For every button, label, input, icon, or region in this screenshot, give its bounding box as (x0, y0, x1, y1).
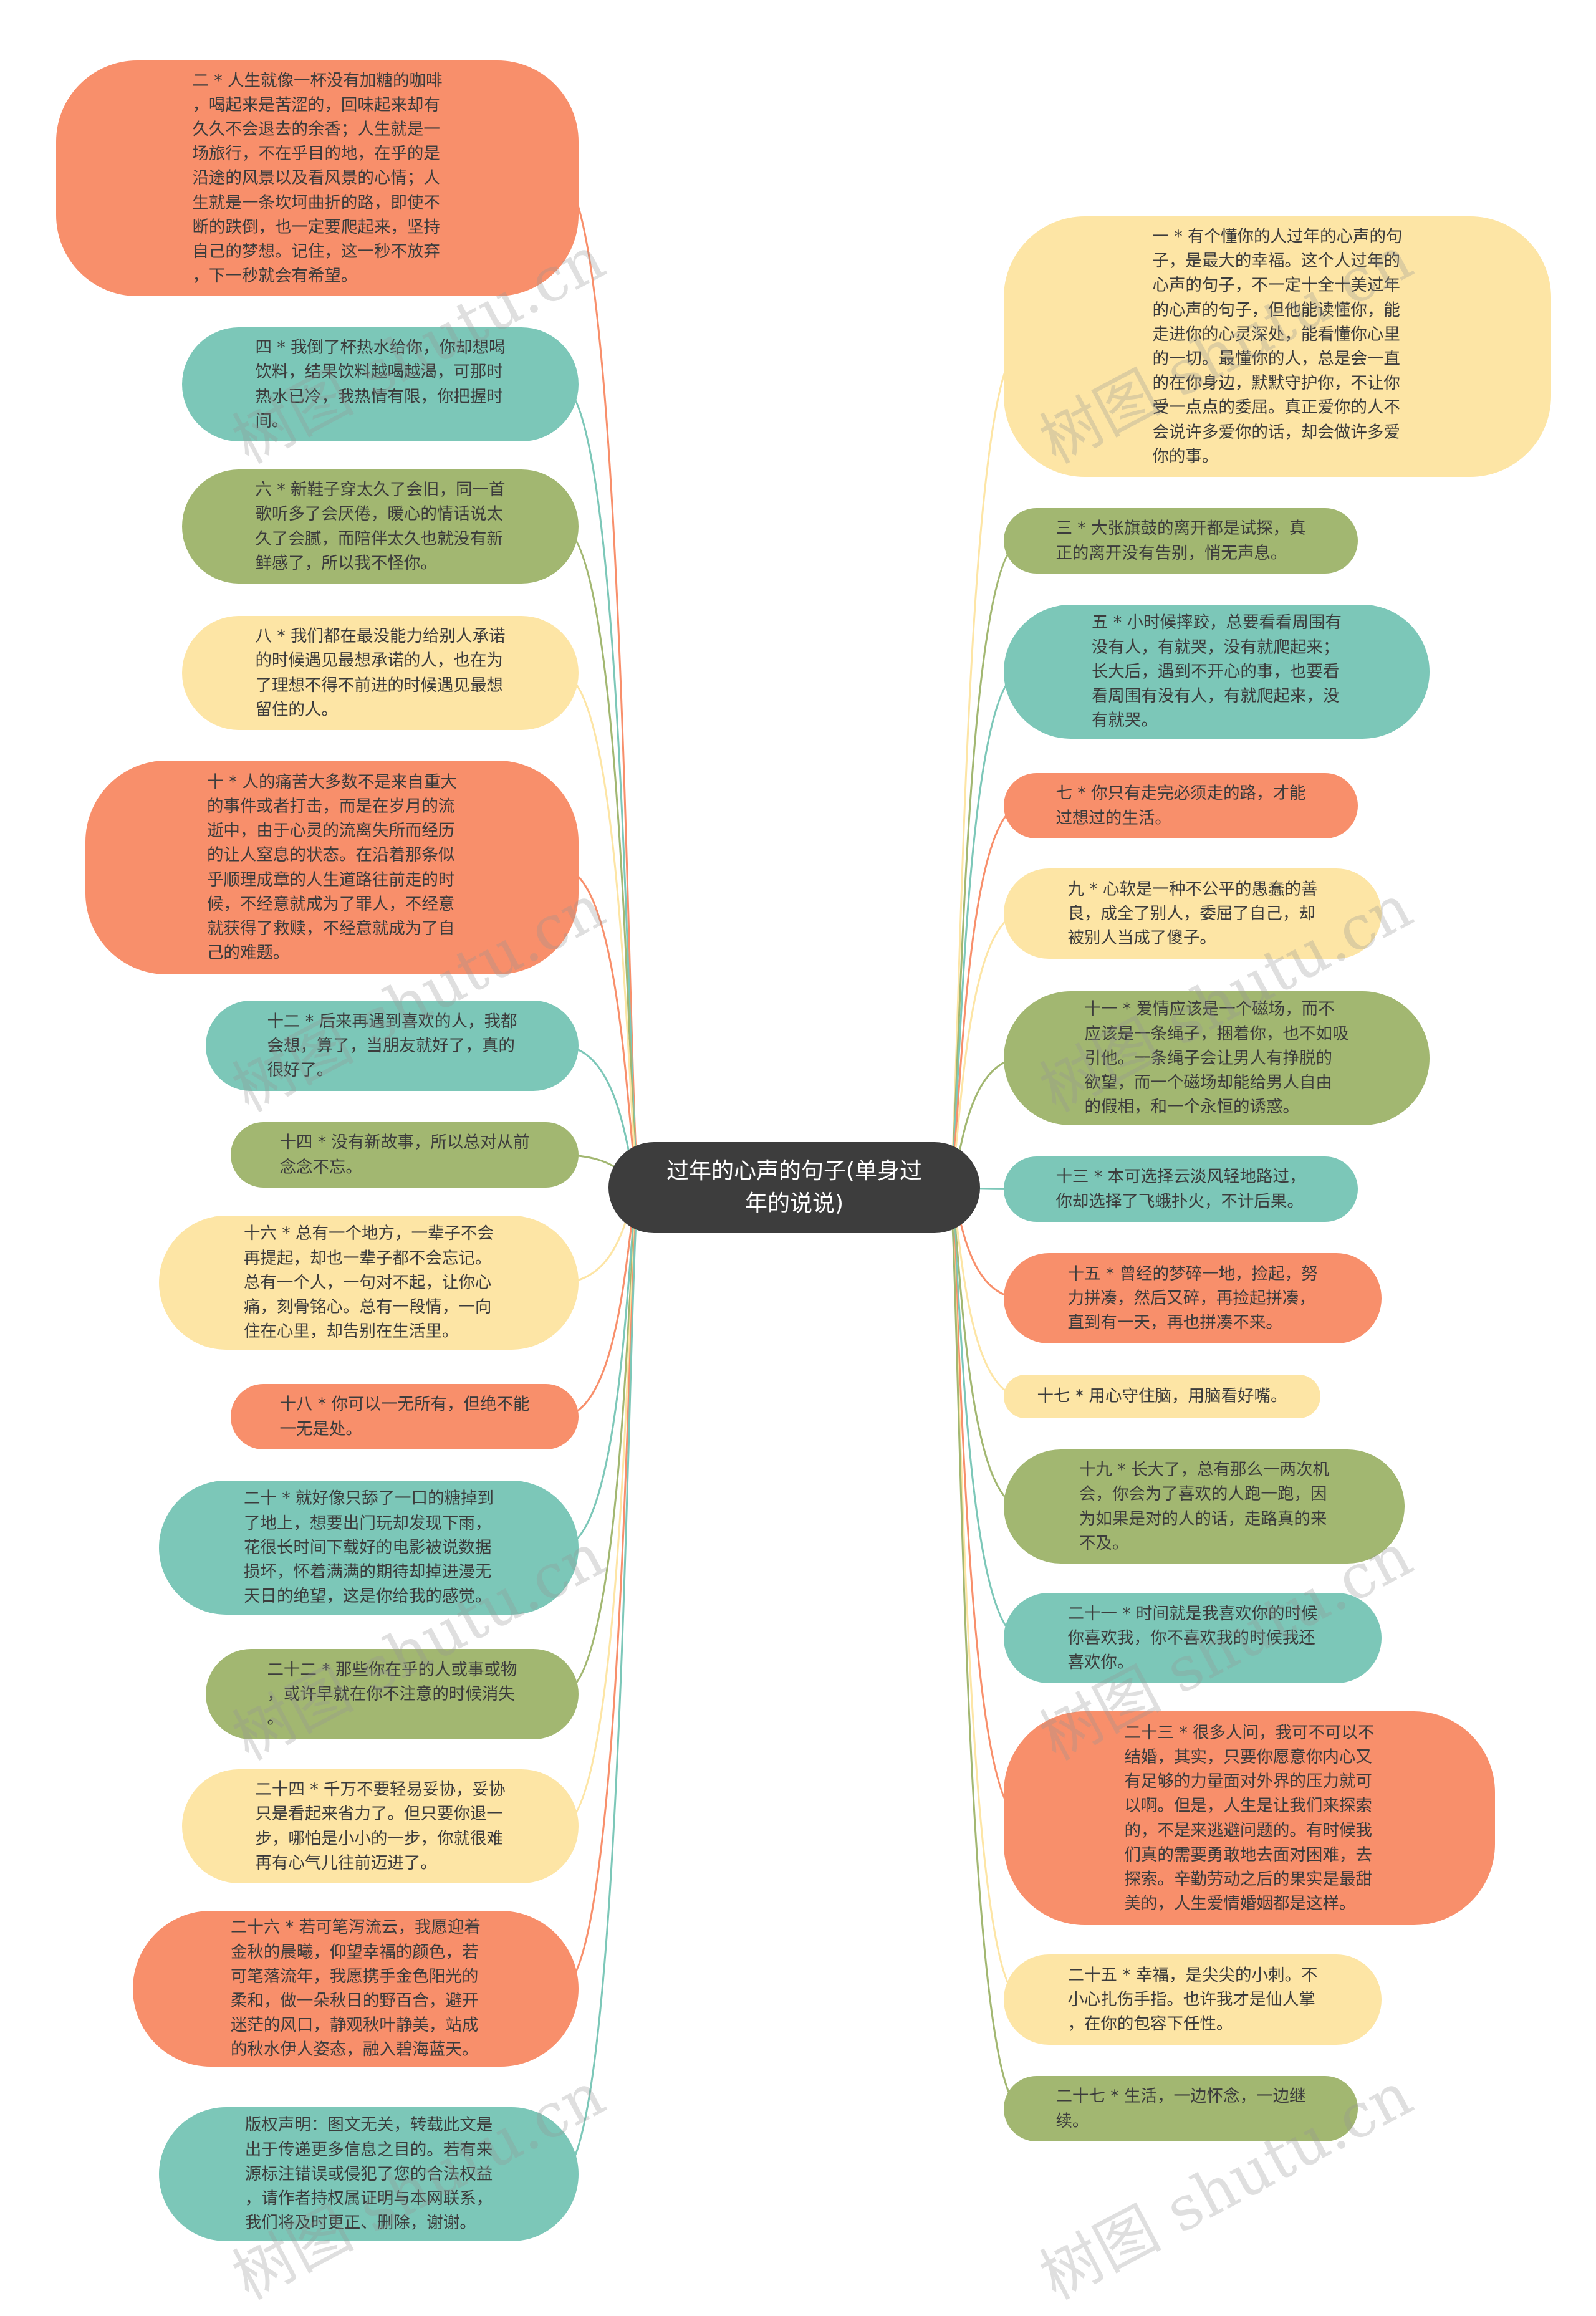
node-text: 六 * 新鞋子穿太久了会旧，同一首 歌听多了会厌倦，暖心的情话说太 久了会腻，而… (255, 480, 506, 573)
node-14[interactable]: 十四 * 没有新故事，所以总对从前 念念不忘。 (231, 1122, 579, 1188)
node-3[interactable]: 三 * 大张旗鼓的离开都是试探，真 正的离开没有告别，悄无声息。 (1004, 508, 1358, 574)
node-5[interactable]: 五 * 小时候摔跤，总要看看周围有 没有人，有就哭，没有就爬起来； 长大后，遇到… (1004, 605, 1430, 739)
node-13[interactable]: 十三 * 本可选择云淡风轻地路过， 你却选择了飞蛾扑火，不计后果。 (1004, 1156, 1358, 1222)
root-title: 过年的心声的句子(单身过 年的说说) (666, 1158, 923, 1216)
node-23[interactable]: 二十三 * 很多人问，我可不可以不 结婚，其实，只要你愿意你内心又 有足够的力量… (1004, 1711, 1495, 1925)
node-text: 三 * 大张旗鼓的离开都是试探，真 正的离开没有告别，悄无声息。 (1055, 519, 1306, 563)
node-text: 二十六 * 若可笔泻流云，我愿迎着 金秋的晨曦，仰望幸福的颜色，若 可笔落流年，… (230, 1918, 481, 2060)
node-24[interactable]: 二十四 * 千万不要轻易妥协，妥协 只是看起来省力了。但只要你退一 步，哪怕是小… (182, 1769, 579, 1883)
node-text: 十一 * 爱情应该是一个磁场，而不 应该是一条绳子，捆着你，也不如吸 引他。一条… (1084, 999, 1349, 1117)
node-text: 十六 * 总有一个地方，一辈子不会 再提起，却也一辈子都不会忘记。 总有一个人，… (243, 1224, 494, 1342)
node-4[interactable]: 四 * 我倒了杯热水给你，你却想喝 饮料，结果饮料越喝越渴，可那时 热水已冷，我… (182, 327, 579, 441)
node-text: 十九 * 长大了，总有那么一两次机 会，你会为了喜欢的人跑一跑，因 为如果是对的… (1079, 1460, 1330, 1553)
node-17[interactable]: 十七 * 用心守住脑，用脑看好嘴。 (1004, 1375, 1320, 1418)
node-16[interactable]: 十六 * 总有一个地方，一辈子不会 再提起，却也一辈子都不会忘记。 总有一个人，… (159, 1216, 579, 1350)
node-text: 八 * 我们都在最没能力给别人承诺 的时候遇见最想承诺的人，也在为 了理想不得不… (255, 627, 506, 719)
node-text: 十三 * 本可选择云淡风轻地路过， 你却选择了飞蛾扑火，不计后果。 (1055, 1167, 1306, 1211)
node-2[interactable]: 二 * 人生就像一杯没有加糖的咖啡 ，喝起来是苦涩的，回味起来却有 久久不会退去… (56, 60, 579, 296)
node-text: 二十二 * 那些你在乎的人或事或物 ，或许早就在你不注意的时候消失 。 (267, 1660, 517, 1729)
node-15[interactable]: 十五 * 曾经的梦碎一地，捡起，努 力拼凑，然后又碎，再捡起拼凑， 直到有一天，… (1004, 1253, 1382, 1343)
node-18[interactable]: 十八 * 你可以一无所有，但绝不能 一无是处。 (231, 1384, 579, 1449)
node-21[interactable]: 二十一 * 时间就是我喜欢你的时候 你喜欢我，你不喜欢我的时候我还 喜欢你。 (1004, 1593, 1382, 1683)
node-text: 十二 * 后来再遇到喜欢的人，我都 会想，算了，当朋友就好了，真的 很好了。 (267, 1011, 517, 1080)
node-9[interactable]: 九 * 心软是一种不公平的愚蠢的善 良，成全了别人，委屈了自己，却 被别人当成了… (1004, 868, 1382, 959)
node-copyright[interactable]: 版权声明：图文无关，转载此文是 出于传递更多信息之目的。若有来 源标注错误或侵犯… (159, 2107, 579, 2241)
node-text: 二十四 * 千万不要轻易妥协，妥协 只是看起来省力了。但只要你退一 步，哪怕是小… (255, 1780, 506, 1873)
connector-ncr (559, 1186, 641, 2175)
node-text: 十 * 人的痛苦大多数不是来自重大 的事件或者打击，而是在岁月的流 逝中，由于心… (206, 772, 458, 963)
node-text: 七 * 你只有走完必须走的路，才能 过想过的生活。 (1055, 784, 1306, 828)
node-text: 九 * 心软是一种不公平的愚蠢的善 良，成全了别人，委屈了自己，却 被别人当成了… (1067, 879, 1318, 948)
node-19[interactable]: 十九 * 长大了，总有那么一两次机 会，你会为了喜欢的人跑一跑，因 为如果是对的… (1004, 1449, 1405, 1564)
node-25[interactable]: 二十五 * 幸福，是尖尖的小刺。不 小心扎伤手指。也许我才是仙人掌 ，在你的包容… (1004, 1954, 1382, 2045)
node-7[interactable]: 七 * 你只有走完必须走的路，才能 过想过的生活。 (1004, 773, 1358, 838)
node-text: 二十七 * 生活，一边怀念，一边继 续。 (1055, 2087, 1306, 2131)
node-text: 二十五 * 幸福，是尖尖的小刺。不 小心扎伤手指。也许我才是仙人掌 ，在你的包容… (1067, 1965, 1318, 2034)
node-text: 二 * 人生就像一杯没有加糖的咖啡 ，喝起来是苦涩的，回味起来却有 久久不会退去… (192, 70, 443, 286)
node-27[interactable]: 二十七 * 生活，一边怀念，一边继 续。 (1004, 2076, 1358, 2141)
node-text: 版权声明：图文无关，转载此文是 出于传递更多信息之目的。若有来 源标注错误或侵犯… (244, 2115, 493, 2233)
node-text: 十八 * 你可以一无所有，但绝不能 一无是处。 (279, 1395, 530, 1439)
node-20[interactable]: 二十 * 就好像只舔了一口的糖掉到 了地上，想要出门玩却发现下雨， 花很长时间下… (159, 1481, 579, 1615)
node-6[interactable]: 六 * 新鞋子穿太久了会旧，同一首 歌听多了会厌倦，暖心的情话说太 久了会腻，而… (182, 469, 579, 584)
node-10[interactable]: 十 * 人的痛苦大多数不是来自重大 的事件或者打击，而是在岁月的流 逝中，由于心… (85, 761, 579, 974)
node-text: 十五 * 曾经的梦碎一地，捡起，努 力拼凑，然后又碎，再捡起拼凑， 直到有一天，… (1067, 1264, 1318, 1333)
node-11[interactable]: 十一 * 爱情应该是一个磁场，而不 应该是一条绳子，捆着你，也不如吸 引他。一条… (1004, 991, 1430, 1125)
node-text: 十七 * 用心守住脑，用脑看好嘴。 (1037, 1386, 1287, 1406)
root-topic[interactable]: 过年的心声的句子(单身过 年的说说) (608, 1142, 980, 1233)
node-text: 二十一 * 时间就是我喜欢你的时候 你喜欢我，你不喜欢我的时候我还 喜欢你。 (1067, 1603, 1318, 1673)
node-1[interactable]: 一 * 有个懂你的人过年的心声的句 子，是最大的幸福。这个人过年的 心声的句子，… (1004, 216, 1551, 477)
node-text: 五 * 小时候摔跤，总要看看周围有 没有人，有就哭，没有就爬起来； 长大后，遇到… (1091, 613, 1342, 731)
node-text: 二十 * 就好像只舔了一口的糖掉到 了地上，想要出门玩却发现下雨， 花很长时间下… (243, 1489, 494, 1607)
node-12[interactable]: 十二 * 后来再遇到喜欢的人，我都 会想，算了，当朋友就好了，真的 很好了。 (206, 1001, 579, 1091)
node-text: 二十三 * 很多人问，我可不可以不 结婚，其实，只要你愿意你内心又 有足够的力量… (1124, 1723, 1375, 1914)
node-8[interactable]: 八 * 我们都在最没能力给别人承诺 的时候遇见最想承诺的人，也在为 了理想不得不… (182, 616, 579, 730)
node-text: 四 * 我倒了杯热水给你，你却想喝 饮料，结果饮料越喝越渴，可那时 热水已冷，我… (255, 338, 506, 431)
node-text: 十四 * 没有新故事，所以总对从前 念念不忘。 (279, 1133, 530, 1177)
connector-n27 (948, 1186, 1023, 2110)
node-26[interactable]: 二十六 * 若可笔泻流云，我愿迎着 金秋的晨曦，仰望幸福的颜色，若 可笔落流年，… (133, 1911, 579, 2067)
node-22[interactable]: 二十二 * 那些你在乎的人或事或物 ，或许早就在你不注意的时候消失 。 (206, 1649, 579, 1739)
node-text: 一 * 有个懂你的人过年的心声的句 子，是最大的幸福。这个人过年的 心声的句子，… (1152, 226, 1403, 466)
